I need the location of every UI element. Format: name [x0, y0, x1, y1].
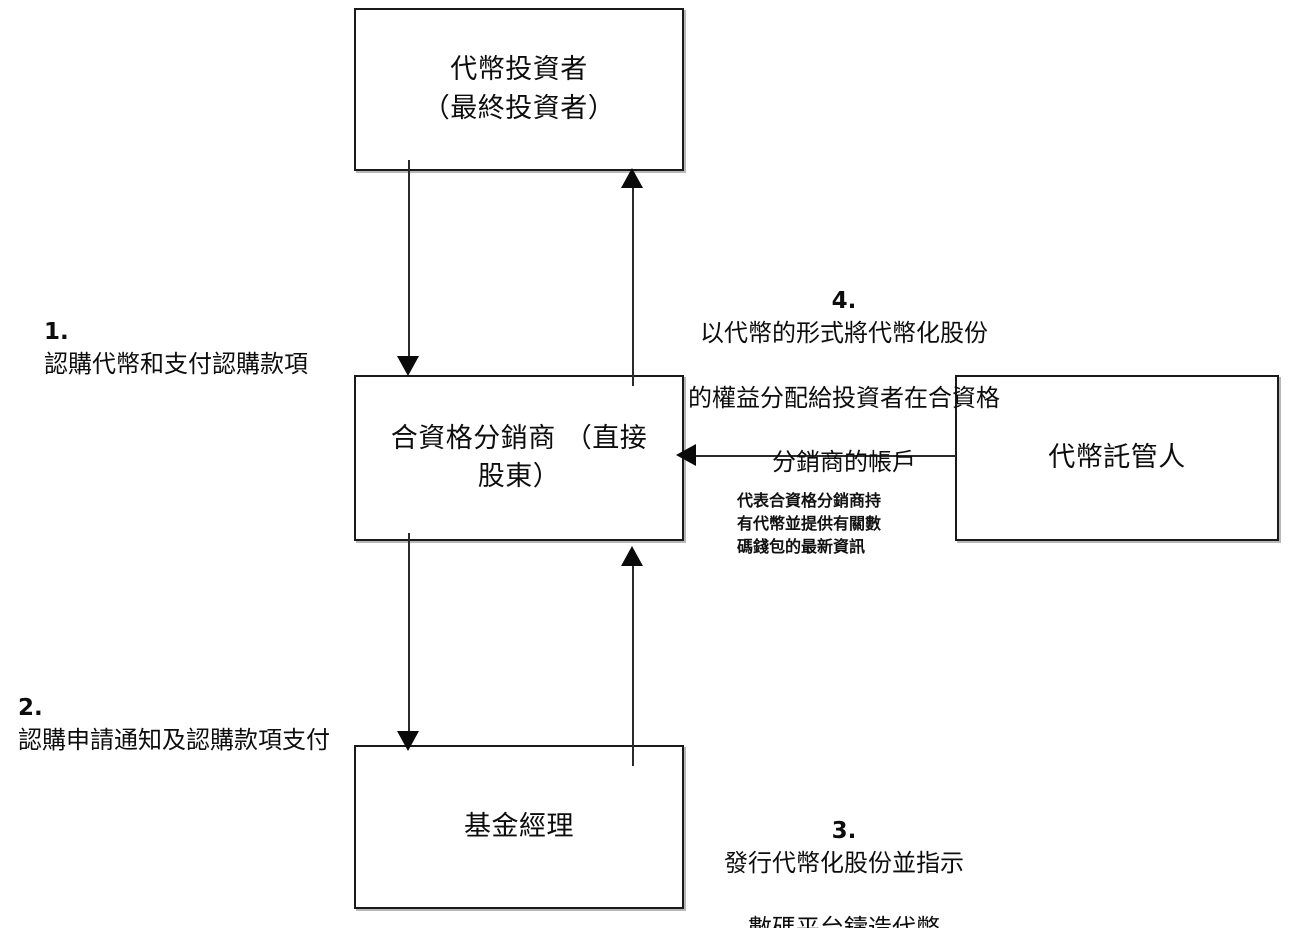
connector-line-flow2 — [408, 533, 410, 735]
node-fund-manager[interactable]: 基金經理 — [354, 745, 684, 909]
arrow-head-up-flow4 — [621, 168, 643, 188]
arrow-head-left-custodian — [676, 444, 696, 466]
caption-step-2-number: 2. — [18, 694, 43, 721]
node-qualified-distributor[interactable]: 合資格分銷商 （直接 股東） — [354, 375, 684, 541]
arrow-head-down-flow1 — [397, 356, 419, 376]
caption-step-3-line-1: 3. 發行代幣化股份並指示 — [694, 781, 994, 879]
caption-step-2: 2. 認購申請通知及認購款項支付 — [18, 626, 330, 789]
connector-line-custodian — [694, 455, 956, 457]
node-token-investor-label: 代幣投資者 （最終投資者） — [422, 54, 616, 124]
caption-step-3-text-line-2: 數碼平台鑄造代幣 — [748, 913, 940, 928]
caption-step-4-text-line-2: 的權益分配給投資者在合資格 — [688, 383, 1000, 412]
caption-step-4-number: 4. — [831, 287, 857, 314]
caption-step-4-line-1: 4. 以代幣的形式將代幣化股份 — [658, 251, 1030, 349]
caption-step-1-text: 認購代幣和支付認購款項 — [44, 349, 308, 378]
caption-step-2-text: 認購申請通知及認購款項支付 — [18, 725, 330, 754]
node-token-investor[interactable]: 代幣投資者 （最終投資者） — [354, 8, 684, 171]
node-token-custodian[interactable]: 代幣託管人 — [955, 375, 1279, 541]
arrow-head-down-flow2 — [397, 731, 419, 751]
caption-step-4-text-line-3: 分銷商的帳戶 — [772, 448, 916, 477]
caption-step-4: 4. 以代幣的形式將代幣化股份 的權益分配給投資者在合資格 分銷商的帳戶 — [658, 219, 1030, 511]
connector-line-flow3 — [632, 566, 634, 766]
node-qualified-distributor-label: 合資格分銷商 （直接 股東） — [390, 422, 648, 492]
caption-step-3: 3. 發行代幣化股份並指示 數碼平台鑄造代幣 — [694, 749, 994, 928]
caption-step-4-text-line-1: 以代幣的形式將代幣化股份 — [700, 318, 988, 347]
node-token-custodian-label: 代幣託管人 — [1048, 441, 1186, 473]
annotation-custodian-note: 代表合資格分銷商持 有代幣並提供有關數 碼錢包的最新資訊 — [737, 491, 882, 557]
node-fund-manager-label: 基金經理 — [464, 810, 574, 842]
caption-step-1-number: 1. — [44, 318, 69, 345]
caption-step-3-text-line-1: 發行代幣化股份並指示 — [724, 848, 964, 877]
connector-line-flow4 — [632, 188, 634, 386]
connector-line-flow1 — [408, 160, 410, 360]
caption-step-1-line-1: 1. 認購代幣和支付認購款項 — [44, 282, 308, 380]
caption-step-1: 1. 認購代幣和支付認購款項 — [44, 250, 308, 413]
caption-step-2-line-1: 2. 認購申請通知及認購款項支付 — [18, 658, 330, 756]
caption-step-3-number: 3. — [831, 817, 857, 844]
arrow-head-up-flow3 — [621, 546, 643, 566]
